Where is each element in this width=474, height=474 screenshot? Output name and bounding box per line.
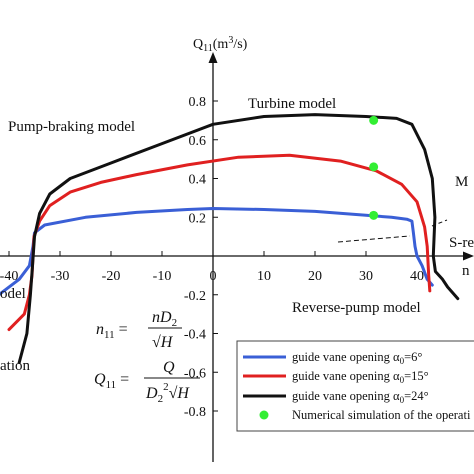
q11-lhs-sub: 11 (106, 379, 117, 391)
y-tick-label: -0.6 (184, 366, 206, 381)
q11-formula: Q11 = Q D22√H (94, 359, 200, 405)
legend-label: guide vane opening α0=6° (292, 350, 422, 366)
n11-numerator: nD (152, 309, 172, 326)
y-tick-label: -0.4 (184, 328, 206, 343)
y-tick-label: -0.2 (184, 289, 206, 304)
series-layer (0, 113, 460, 365)
q11-denominator-sub: 2 (158, 393, 164, 405)
q11-denominator: D (145, 385, 158, 402)
x-tick-label: -20 (102, 269, 121, 284)
legend-label: Numerical simulation of the operati (292, 408, 471, 422)
legend-swatch-dot (259, 410, 269, 420)
axes (0, 52, 474, 462)
simulation-point (369, 210, 379, 220)
series-line-1 (0, 207, 434, 296)
n11-denominator: √H (152, 334, 174, 351)
q11-denominator-sup: 2 (163, 381, 169, 393)
x-axis-arrow (463, 251, 474, 261)
s-region-dashed-line (337, 235, 411, 243)
y-tick-label: -0.8 (184, 405, 206, 420)
y-tick-label: 0.8 (189, 95, 207, 110)
turbine-model-label: Turbine model (248, 96, 336, 112)
q11-lhs: Q (94, 371, 106, 388)
pump-braking-model-label: Pump-braking model (8, 119, 135, 135)
x-tick-label: 30 (359, 269, 373, 284)
s-region-label: S-re (449, 235, 474, 251)
y-axis-arrow (208, 52, 218, 63)
ation-left-label: ation (0, 358, 30, 374)
legend: guide vane opening α0=6° guide vane openi… (236, 340, 474, 432)
q11-denominator-tail: √H (169, 385, 191, 402)
x-tick-label: 0 (210, 269, 217, 284)
x-tick-label: 10 (257, 269, 271, 284)
svg-text:nD2: nD2 (152, 309, 177, 329)
series-line-3 (17, 113, 460, 365)
n11-lhs-sub: 11 (104, 329, 115, 341)
x-tick-label: 40 (410, 269, 424, 284)
svg-text:Q11 =: Q11 = (94, 371, 129, 391)
x-tick-label: 20 (308, 269, 322, 284)
m-region-label: M (455, 174, 468, 190)
legend-entries: guide vane opening α0=6° guide vane openi… (243, 350, 471, 422)
simulation-point (369, 115, 379, 125)
q11-numerator: Q (163, 359, 175, 376)
n11-formula: n11 = nD2 √H (96, 309, 182, 351)
x-ticks: -40 -30 -20 -10 0 10 20 30 40 (0, 251, 424, 284)
svg-text:n11 =: n11 = (96, 321, 128, 341)
y-axis-label: Q11(m3/s) (193, 35, 248, 54)
x-tick-label: -10 (153, 269, 172, 284)
model-left-label: odel (0, 286, 26, 302)
y-tick-label: 0.2 (189, 211, 207, 226)
x-tick-label: -30 (51, 269, 70, 284)
legend-label: guide vane opening α0=15° (292, 369, 429, 385)
x-tick-label: -40 (0, 269, 18, 284)
simulation-points-layer (369, 115, 379, 220)
x-axis-label: n (462, 263, 470, 279)
n11-lhs: n (96, 321, 104, 338)
legend-label: guide vane opening α0=24° (292, 389, 429, 405)
reverse-pump-model-label: Reverse-pump model (292, 300, 421, 316)
y-tick-label: 0.4 (189, 173, 207, 188)
y-tick-label: 0.6 (189, 134, 207, 149)
n11-numerator-sub: 2 (172, 317, 178, 329)
svg-text:D22√H: D22√H (145, 381, 190, 405)
simulation-point (369, 162, 379, 172)
